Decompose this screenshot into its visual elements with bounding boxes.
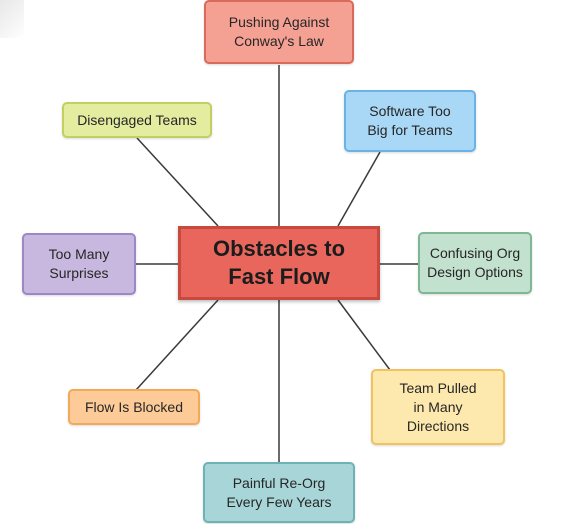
node-flow-blocked: Flow Is Blocked [68,389,200,425]
node-label: Pushing Against Conway's Law [228,14,330,49]
node-label: Disengaged Teams [77,111,197,128]
node-surprises: Too Many Surprises [22,233,136,295]
connector-disengaged [136,137,219,227]
connector-flow-blocked [135,299,219,391]
node-software-big: Software Too Big for Teams [344,90,476,152]
connector-pulled-directions [337,299,391,371]
node-label: Software Too Big for Teams [367,103,453,138]
central-topic-label: Obstacles to Fast Flow [212,236,346,289]
node-label: Too Many Surprises [48,246,110,281]
central-topic: Obstacles to Fast Flow [178,226,380,300]
node-label: Team Pulled in Many Directions [399,379,477,434]
node-label: Confusing Org Design Options [427,245,523,280]
node-painful-reorg: Painful Re-Org Every Few Years [203,462,355,523]
node-conway: Pushing Against Conway's Law [204,0,354,64]
node-pulled-directions: Team Pulled in Many Directions [371,369,505,445]
node-confusing-org: Confusing Org Design Options [418,232,532,294]
connector-software-big [337,151,381,227]
node-label: Painful Re-Org Every Few Years [226,474,332,510]
corner-decoration [0,0,24,38]
node-disengaged: Disengaged Teams [62,102,212,138]
node-label: Flow Is Blocked [84,398,184,415]
